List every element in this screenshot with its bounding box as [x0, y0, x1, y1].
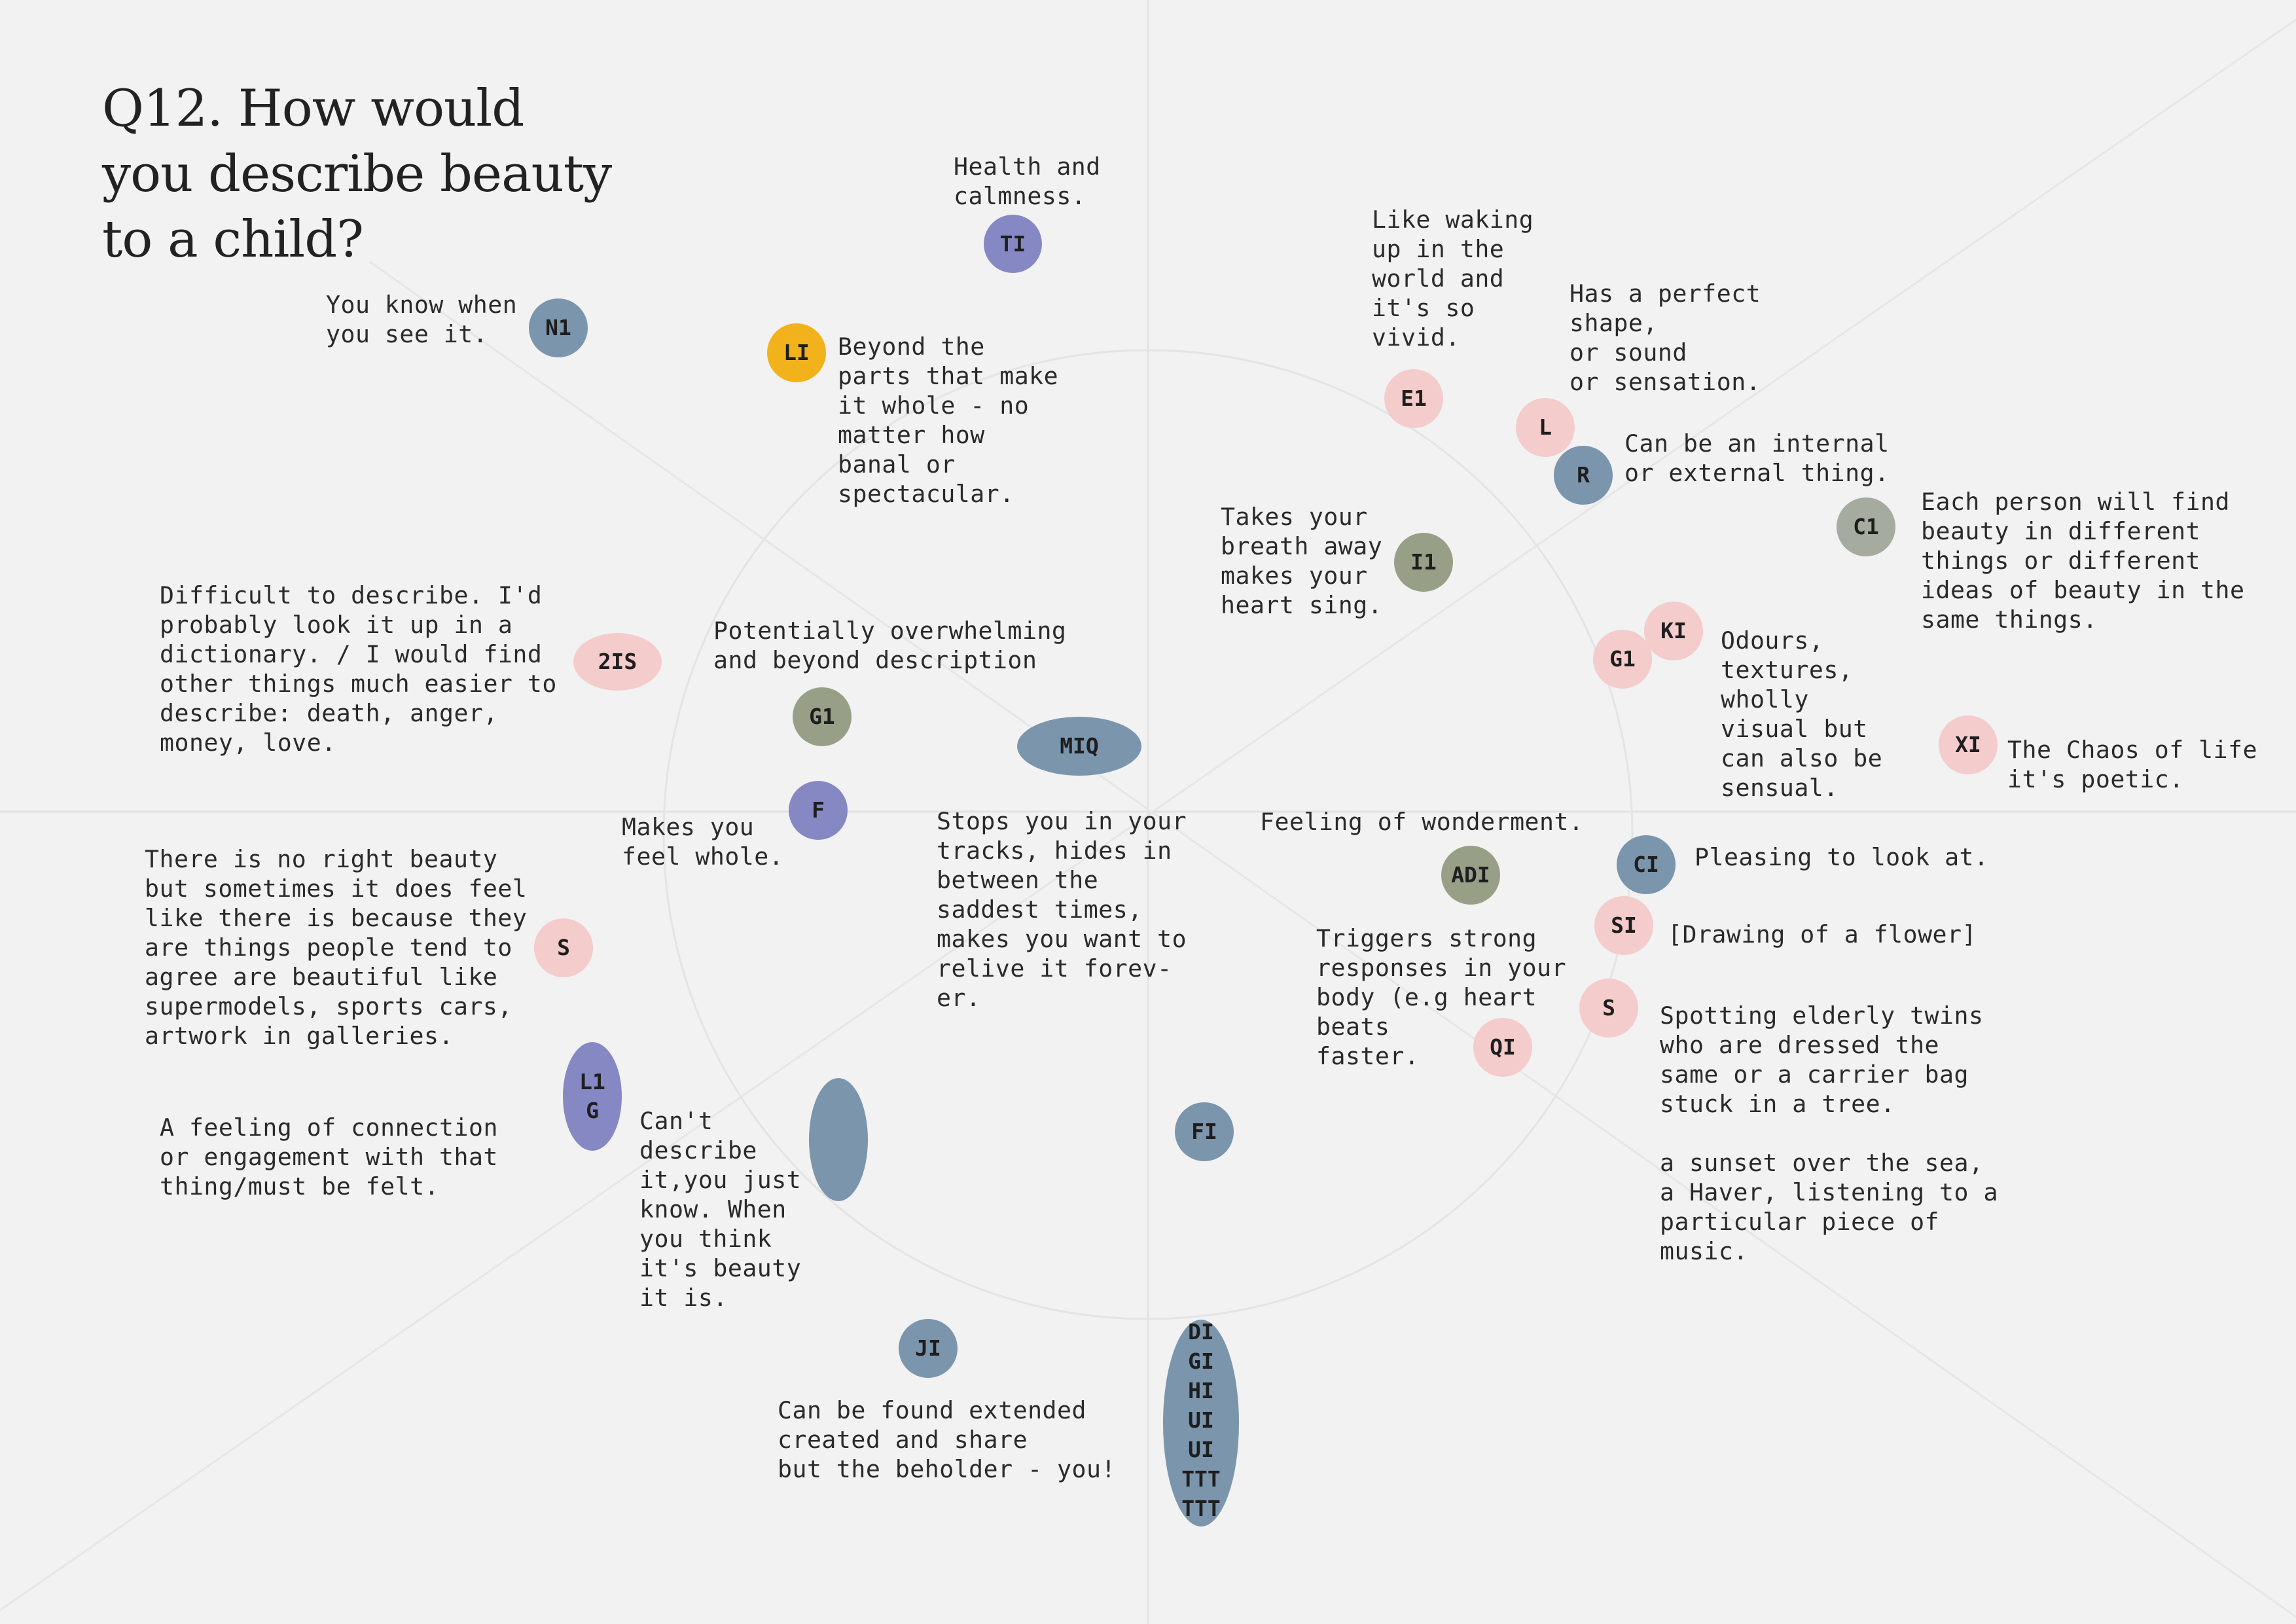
response-each-person: Each person will find beauty in differen… — [1921, 488, 2245, 634]
marker-li: LI — [767, 323, 826, 382]
response-internal-external: Can be an internal or external thing. — [1624, 429, 1890, 487]
marker-miq: MIQ — [1017, 717, 1141, 776]
marker-ci: CI — [1617, 835, 1676, 894]
marker-l1g: L1 G — [563, 1042, 622, 1151]
marker-2is: 2IS — [573, 633, 662, 691]
marker-adi: ADI — [1441, 846, 1500, 905]
response-breath-away: Takes your breath away makes your heart … — [1221, 503, 1383, 619]
response-triggers: Triggers strong responses in your body (… — [1316, 924, 1567, 1070]
marker-s-left: S — [534, 918, 593, 977]
page-title: Q12. How would you describe beauty to a … — [102, 79, 612, 269]
response-found-extended: Can be found extended created and share … — [778, 1396, 1116, 1483]
response-health: Health and calmness. — [954, 153, 1101, 210]
marker-n1: N1 — [529, 298, 588, 357]
response-know-when: You know when you see it. — [326, 291, 518, 348]
marker-fi: FI — [1175, 1102, 1234, 1161]
response-stops-you: Stops you in your tracks, hides in betwe… — [937, 807, 1187, 1012]
response-perfect-shape: Has a perfect shape, or sound or sensati… — [1570, 280, 1761, 396]
response-odours: Odours, textures, wholly visual but can … — [1721, 626, 1883, 802]
marker-i1: I1 — [1394, 533, 1453, 592]
diagonal-guide-right — [0, 18, 2296, 1612]
response-flower: [Drawing of a flower] — [1668, 920, 1977, 948]
response-connection: A feeling of connection or engagement wi… — [160, 1113, 498, 1200]
response-wonderment: Feeling of wonderment. — [1260, 808, 1584, 836]
response-no-right: There is no right beauty but sometimes i… — [145, 845, 528, 1050]
marker-ji: JI — [899, 1319, 958, 1378]
marker-s-right: S — [1579, 979, 1638, 1038]
marker-qi: QI — [1473, 1018, 1532, 1077]
response-cant-describe: Can't describe it,you just know. When yo… — [639, 1107, 802, 1312]
response-pleasing: Pleasing to look at. — [1695, 843, 1989, 871]
marker-l: L — [1516, 398, 1575, 457]
diagonal-guide-left — [369, 261, 2296, 1618]
response-overwhelming: Potentially overwhelming and beyond desc… — [713, 617, 1067, 674]
response-elderly-twins: Spotting elderly twins who are dressed t… — [1660, 1001, 1998, 1265]
marker-r: R — [1554, 446, 1613, 505]
marker-ki: KI — [1644, 602, 1703, 660]
response-waking-up: Like waking up in the world and it's so … — [1372, 206, 1534, 352]
marker-f: F — [789, 781, 848, 840]
marker-g1-center: G1 — [793, 687, 852, 746]
marker-c1: C1 — [1837, 497, 1895, 556]
marker-xi: XI — [1939, 715, 1998, 774]
marker-si: SI — [1594, 896, 1653, 955]
marker-oval-blank — [809, 1078, 868, 1201]
marker-ti: TI — [984, 215, 1042, 273]
center-ring — [662, 349, 1634, 1320]
marker-e1: E1 — [1384, 369, 1443, 428]
response-beyond-parts: Beyond the parts that make it whole - no… — [838, 333, 1059, 508]
response-difficult: Difficult to describe. I'd probably look… — [160, 581, 557, 757]
response-chaos: The Chaos of life it's poetic. — [2007, 736, 2258, 793]
marker-stack: DI GI HI UI UI TTT TTT — [1163, 1319, 1239, 1526]
response-whole: Makes you feel whole. — [622, 813, 784, 871]
marker-g1-right: G1 — [1593, 630, 1652, 689]
